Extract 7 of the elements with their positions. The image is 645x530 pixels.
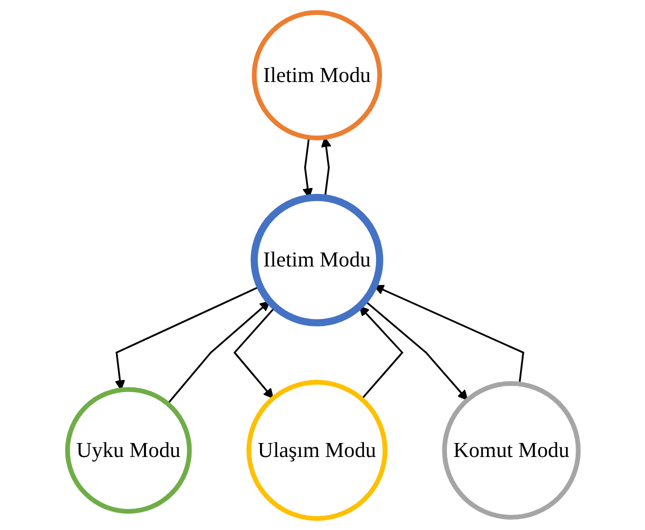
node-circle: Uyku Modu (64, 386, 192, 514)
node-circle: Ulaşım Modu (246, 379, 388, 520)
arrow (358, 305, 404, 400)
node-circle: Iletim Modu (251, 10, 382, 140)
node-circle: Komut Modu (442, 380, 580, 520)
arrow (166, 300, 270, 404)
node-circle: Iletim Modu (250, 193, 383, 326)
